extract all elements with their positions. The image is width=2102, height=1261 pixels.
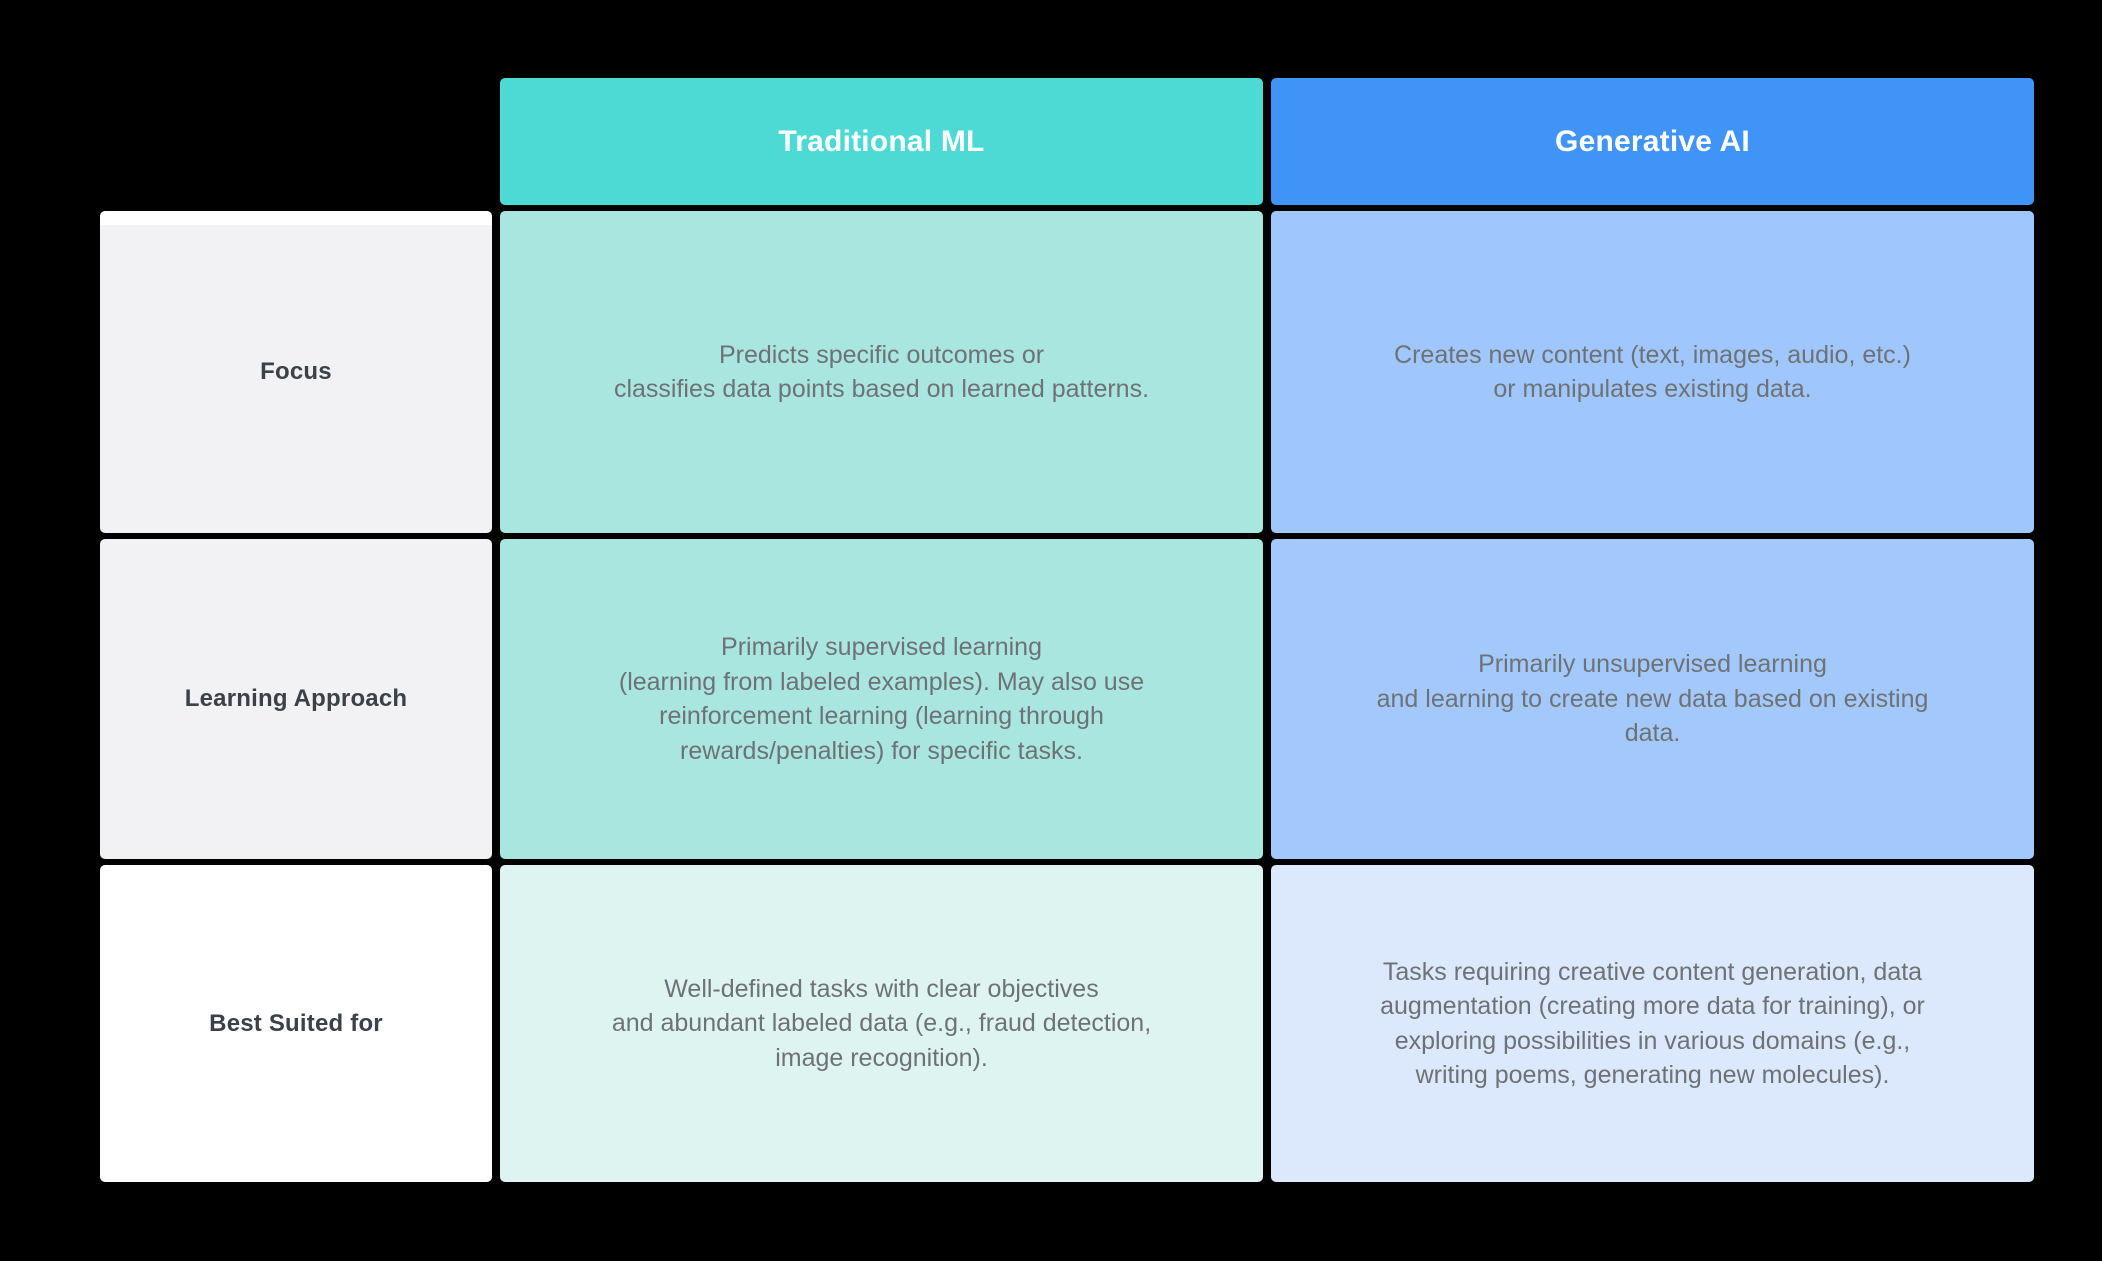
text-line: rewards/penalties) for specific tasks. — [680, 736, 1083, 765]
cell-learning-approach-generative-ai: Primarily unsupervised learning and lear… — [1271, 539, 2034, 859]
text-line: image recognition). — [775, 1043, 988, 1072]
row-label-focus: Focus — [100, 211, 492, 533]
column-header-generative-ai: Generative AI — [1271, 78, 2034, 205]
row-label-learning-approach: Learning Approach — [100, 539, 492, 859]
text-line: Creates new content (text, images, audio… — [1394, 340, 1911, 369]
cell-best-suited-for-generative-ai: Tasks requiring creative content generat… — [1271, 865, 2034, 1182]
text-line: Well-defined tasks with clear objectives — [664, 974, 1099, 1003]
text-line: Primarily unsupervised learning — [1478, 650, 1827, 679]
cell-focus-traditional-ml: Predicts specific outcomes or classifies… — [500, 211, 1263, 533]
text-line: and abundant labeled data (e.g., fraud d… — [611, 1009, 1152, 1038]
text-line: exploring possibilities in various domai… — [1394, 1026, 1911, 1055]
cell-focus-generative-ai: Creates new content (text, images, audio… — [1271, 211, 2034, 533]
text-line: (learning from labeled examples). May al… — [618, 667, 1145, 696]
text-line: and learning to create new data based on… — [1376, 684, 1929, 713]
text-line: Primarily supervised learning — [721, 633, 1042, 661]
text-line: classifies data points based on learned … — [613, 375, 1150, 403]
comparison-table: Traditional ML Generative AI Focus Predi… — [100, 78, 2034, 1182]
text-line: Tasks requiring creative content generat… — [1382, 957, 1923, 986]
table-corner-cell — [100, 78, 492, 205]
text-line: reinforcement learning (learning through — [659, 702, 1104, 730]
text-line: augmentation (creating more data for tra… — [1380, 992, 1925, 1020]
text-line: data. — [1624, 719, 1681, 748]
cell-best-suited-for-traditional-ml: Well-defined tasks with clear objectives… — [500, 865, 1263, 1182]
row-label-best-suited-for: Best Suited for — [100, 865, 492, 1182]
text-line: Predicts specific outcomes or — [718, 340, 1045, 369]
cell-learning-approach-traditional-ml: Primarily supervised learning (learning … — [500, 539, 1263, 859]
text-line: writing poems, generating new molecules)… — [1415, 1061, 1890, 1089]
column-header-traditional-ml: Traditional ML — [500, 78, 1263, 205]
text-line: or manipulates existing data. — [1493, 375, 1812, 403]
